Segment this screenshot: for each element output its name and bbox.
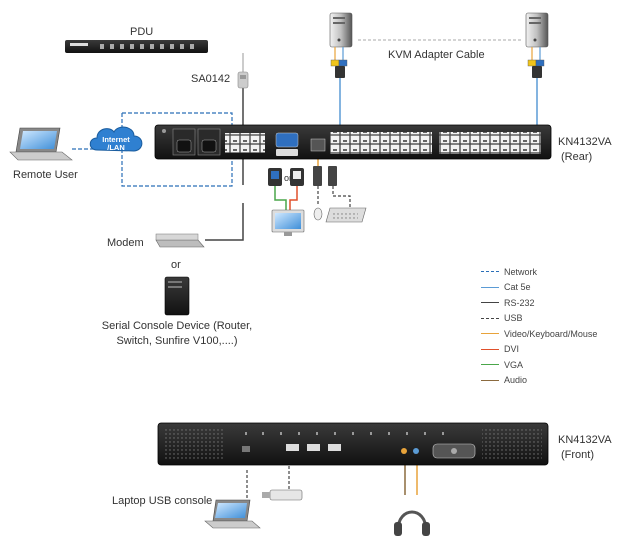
serial-console-label-line2: Switch, Sunfire V100,....) xyxy=(116,335,238,347)
keyboard-icon xyxy=(325,207,367,223)
front-side-label: (Front) xyxy=(561,449,594,461)
monitor-icon xyxy=(271,209,305,236)
laptop-icon xyxy=(9,127,73,161)
vga-cable xyxy=(274,186,287,210)
modem-label: Modem xyxy=(107,237,144,249)
legend-swatch xyxy=(481,379,499,381)
legend-label: Cat 5e xyxy=(504,282,531,293)
legend-item: RS-232 xyxy=(481,295,597,311)
serial-console-device-icon xyxy=(164,276,190,316)
legend-item: USB xyxy=(481,311,597,327)
legend-swatch xyxy=(481,271,499,273)
serial-console-label-line1: Serial Console Device (Router, xyxy=(101,320,253,332)
legend-item: VGA xyxy=(481,357,597,373)
dvi-connector-icon xyxy=(290,168,304,186)
or-connector-label: or xyxy=(284,173,293,183)
legend-label: VGA xyxy=(504,359,524,370)
serial-cable xyxy=(205,203,244,241)
legend-swatch xyxy=(481,302,499,304)
legend-item: Audio xyxy=(481,373,597,389)
laptop-icon xyxy=(204,499,261,529)
dvi-cable xyxy=(289,186,298,210)
legend-swatch xyxy=(481,364,499,366)
legend-swatch xyxy=(481,317,499,319)
server-tower-icon xyxy=(525,12,549,48)
front-model-label: KN4132VA xyxy=(558,434,612,446)
usb-stick-icon xyxy=(262,489,303,501)
kvm-adapter-connector-icon xyxy=(527,47,545,78)
mouse-icon xyxy=(313,207,323,221)
kvm-switch-front xyxy=(157,422,549,466)
legend-label: Network xyxy=(504,266,538,277)
legend-swatch xyxy=(481,286,499,288)
modem-icon xyxy=(155,233,205,248)
internet-cloud-icon xyxy=(89,126,143,152)
sa0142-label: SA0142 xyxy=(191,73,231,85)
usb-cable-keyboard xyxy=(332,186,351,208)
legend-swatch xyxy=(481,333,499,335)
kvm-adapter-connector-icon xyxy=(330,47,348,78)
legend-swatch xyxy=(481,348,499,350)
cable-legend: Network Cat 5e RS-232 USB Video/Keyboard… xyxy=(481,264,597,388)
serial-console-label: Serial Console Device (Router, Switch, S… xyxy=(98,320,256,348)
pdu-label: PDU xyxy=(130,26,154,38)
legend-item: Network xyxy=(481,264,597,280)
usb-connector-icon xyxy=(313,166,337,186)
kvm-switch-rear xyxy=(154,124,552,160)
rear-model-label: KN4132VA xyxy=(558,136,612,148)
legend-item: Video/Keyboard/Mouse xyxy=(481,326,597,342)
sa0142-adapter xyxy=(237,71,249,89)
rear-side-label: (Rear) xyxy=(561,151,593,163)
legend-label: Video/Keyboard/Mouse xyxy=(504,328,598,339)
vga-connector-icon xyxy=(268,168,282,186)
legend-item: Cat 5e xyxy=(481,280,597,296)
legend-label: USB xyxy=(504,313,523,324)
laptop-usb-console-label: Laptop USB console xyxy=(112,495,213,507)
pdu-device xyxy=(65,40,208,53)
legend-label: Audio xyxy=(504,375,528,386)
remote-user-label: Remote User xyxy=(13,169,78,181)
internet-lan-label: Internet /LAN xyxy=(102,135,130,152)
legend-label: RS-232 xyxy=(504,297,535,308)
legend-item: DVI xyxy=(481,342,597,358)
legend-label: DVI xyxy=(504,344,520,355)
server-tower-icon xyxy=(329,12,353,48)
or-label: or xyxy=(171,259,181,271)
headphones-icon xyxy=(394,510,430,536)
kvm-adapter-cable-label: KVM Adapter Cable xyxy=(388,49,485,61)
